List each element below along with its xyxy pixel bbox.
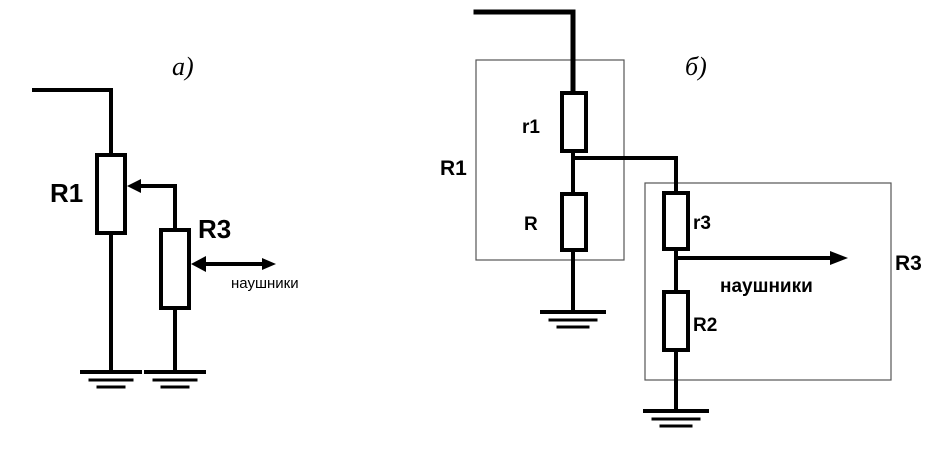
caption-b: б) (685, 52, 707, 81)
caption-a: а) (172, 52, 194, 81)
r3-potentiometer-a (159, 228, 191, 310)
diagram-a: а) R1 R3 наушники (32, 52, 299, 389)
r-resistor-b (560, 192, 588, 252)
box1-label-b: R1 (440, 157, 467, 180)
r1-label-a: R1 (50, 178, 83, 208)
ground-symbol-r-b-icon (540, 310, 606, 329)
output-arrow-b-icon (830, 251, 848, 265)
diagram-b: б) R1 R3 r1 R r3 наушники R2 (440, 9, 922, 428)
ground-symbol-r1-a-icon (80, 370, 142, 389)
r3-wiper-arrow-icon (191, 256, 206, 272)
r1-wiper-wire-a (138, 184, 177, 232)
r1-potentiometer-a (95, 153, 127, 235)
input-wire-a (32, 88, 113, 157)
r3-label-a: R3 (198, 214, 231, 244)
r-label-b: R (524, 214, 538, 235)
box3-label-b: R3 (895, 252, 922, 275)
output-arrow-a-icon (262, 258, 276, 270)
ground-symbol-r3-a-icon (144, 370, 206, 389)
r1-resistor-b (560, 91, 588, 153)
ground-symbol-r2-b-icon (643, 409, 709, 428)
r3-resistor-b (662, 191, 690, 251)
r2-label-b: R2 (693, 315, 717, 336)
r3-enclosure-box (644, 182, 892, 381)
r2-resistor-b (662, 290, 690, 352)
input-wire-b (473, 9, 576, 96)
output-label-b: наушники (720, 276, 813, 297)
output-label-a: наушники (231, 275, 299, 292)
r1-wiper-arrow-icon (127, 179, 141, 193)
tap-wire-b (571, 156, 678, 195)
r1-label-b: r1 (522, 117, 540, 138)
r3-label-b: r3 (693, 213, 711, 234)
